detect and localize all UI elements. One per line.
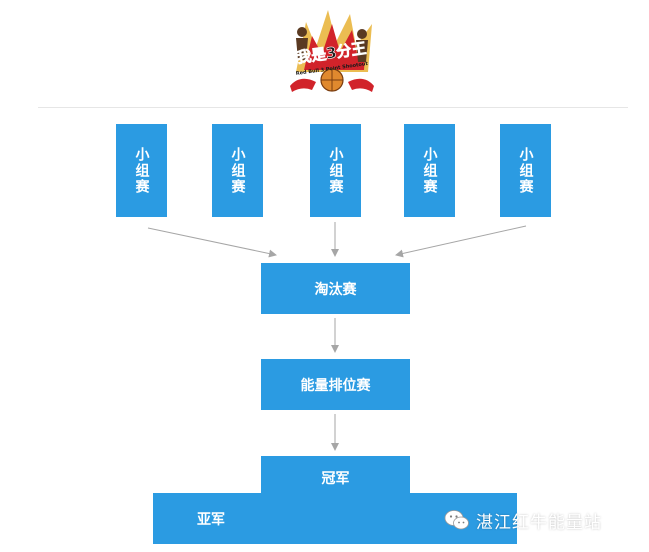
red-bull-3-point-king-logo: 我是3分王 Red Bull 3 Point Shootout [290, 10, 374, 92]
champion-podium: 冠军 [261, 456, 410, 500]
group-stage-box-5: 小组赛 [500, 124, 551, 217]
wechat-watermark: 湛江红牛能量站 [444, 506, 602, 534]
watermark-text: 湛江红牛能量站 [476, 512, 602, 533]
arrow-groups-right [395, 225, 527, 258]
arrow-groups-left [147, 227, 277, 258]
group-stage-box-4: 小组赛 [404, 124, 455, 217]
header-divider [38, 107, 628, 108]
group-stage-box-1: 小组赛 [116, 124, 167, 217]
wechat-icon [444, 510, 469, 530]
group-stage-box-2: 小组赛 [212, 124, 263, 217]
group-stage-box-3: 小组赛 [310, 124, 361, 217]
knockout-stage-box: 淘汰赛 [261, 263, 410, 314]
runner-up-label: 亚军 [197, 511, 225, 528]
ranking-stage-box: 能量排位赛 [261, 359, 410, 410]
